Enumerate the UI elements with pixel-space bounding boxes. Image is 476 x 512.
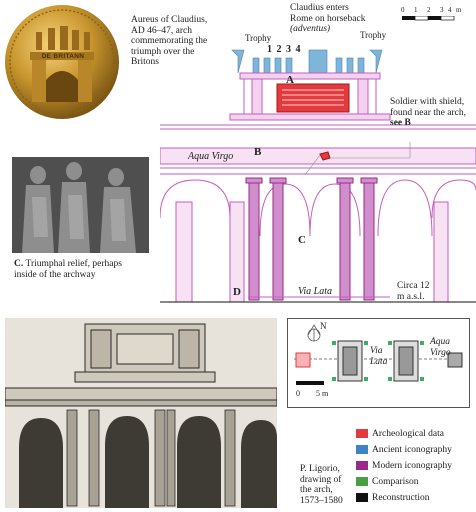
trophy-left-label: Trophy — [245, 33, 272, 43]
circa-line: Circa 12 — [397, 281, 430, 291]
relief-caption-line: inside of the archway — [14, 269, 96, 280]
legend-label: Reconstruction — [372, 493, 430, 503]
relief-caption-text: Triumphal relief, perhaps — [25, 259, 122, 269]
ligorio-caption-line: the arch, — [300, 485, 333, 495]
coin-caption-line: Britons — [131, 57, 159, 67]
legend-swatch — [356, 461, 368, 470]
circa-line: m a.s.l. — [397, 291, 425, 302]
coin-caption-line: commemorating the — [131, 36, 208, 46]
trophy-right-label: Trophy — [360, 30, 387, 40]
marker-a: A — [286, 74, 294, 86]
claudius-caption: Claudius enters Rome on horseback (adven… — [290, 3, 400, 35]
soldier-see: see B — [390, 118, 411, 128]
claudius-line: Claudius enters — [290, 3, 349, 13]
ligorio-drawing — [5, 318, 277, 508]
scale-tick-label: 4 — [448, 6, 452, 14]
plan-box: N Via Lata Aqua Virgo 0 5 m — [287, 318, 470, 408]
coin-legend-text: DE BRITANN — [41, 53, 85, 60]
legend-label: Archeological data — [372, 429, 445, 439]
arch-reconstruction-drawing — [160, 49, 476, 303]
legend-swatch — [356, 477, 368, 486]
aqua-virgo-label: Aqua Virgo — [188, 151, 234, 162]
plan-via-lata-line: Lata — [370, 356, 388, 367]
plan-aqua-virgo-line: Aqua — [430, 337, 451, 347]
circa-caption: Circa 12 m a.s.l. — [397, 281, 467, 302]
legend-swatch — [356, 429, 368, 438]
marker-c: C — [298, 234, 306, 246]
figure-numbers: 1 2 3 4 — [267, 44, 302, 55]
claudius-italic: (adventus) — [290, 24, 331, 34]
coin-caption-line: triumph over the — [131, 46, 195, 57]
soldier-line: found near the arch, — [390, 107, 466, 118]
scale-tick-label: 0 — [401, 6, 405, 14]
via-lata-label: Via Lata — [298, 286, 332, 297]
legend-swatch — [356, 445, 368, 454]
relief-caption-line: C. Triumphal relief, perhaps — [14, 259, 164, 270]
claudius-line: Rome on horseback — [290, 13, 366, 24]
plan-aqua-virgo-line: Virgo — [430, 347, 451, 358]
plan-scale-label: 0 — [296, 389, 300, 398]
ligorio-caption: P. Ligorio, drawing of the arch, 1573–15… — [300, 464, 380, 506]
scale-tick-label: 1 — [414, 6, 418, 14]
ligorio-caption-line: drawing of — [300, 474, 342, 485]
legend-label: Modern iconography — [372, 461, 452, 471]
ligorio-caption-line: P. Ligorio, — [300, 464, 340, 474]
coin-caption-line: Aureus of Claudius, — [131, 15, 208, 25]
legend-label: Ancient iconography — [372, 445, 452, 455]
ligorio-caption-line: 1573–1580 — [300, 495, 343, 506]
scale-tick-label: 3 — [440, 6, 444, 14]
plan-north: N — [320, 321, 327, 331]
scale-bar-top: 0 1 2 3 4 m — [400, 6, 470, 26]
legend-label: Comparison — [372, 477, 419, 487]
scale-unit: m — [456, 6, 462, 14]
scale-tick-label: 2 — [427, 6, 431, 14]
legend-swatch — [356, 493, 368, 502]
relief-caption-bold: C. — [14, 259, 24, 269]
coin-caption-line: AD 46–47, arch — [131, 25, 192, 36]
plan-scale-label: 5 m — [316, 389, 329, 398]
plan-via-lata-line: Via — [370, 346, 383, 356]
soldier-line: Soldier with shield, — [390, 97, 465, 107]
relief-photo — [12, 157, 149, 253]
marker-d: D — [233, 286, 241, 298]
coin-caption: Aureus of Claudius, AD 46–47, arch comme… — [131, 15, 251, 68]
plan-via-lata: Via Lata — [370, 346, 387, 367]
coin-image: DE BRITANN — [2, 2, 122, 122]
soldier-caption: Soldier with shield, found near the arch… — [390, 97, 476, 129]
relief-caption: C. Triumphal relief, perhaps inside of t… — [14, 259, 164, 280]
marker-b: B — [254, 146, 262, 158]
plan-aqua-virgo: Aqua Virgo — [430, 337, 451, 358]
